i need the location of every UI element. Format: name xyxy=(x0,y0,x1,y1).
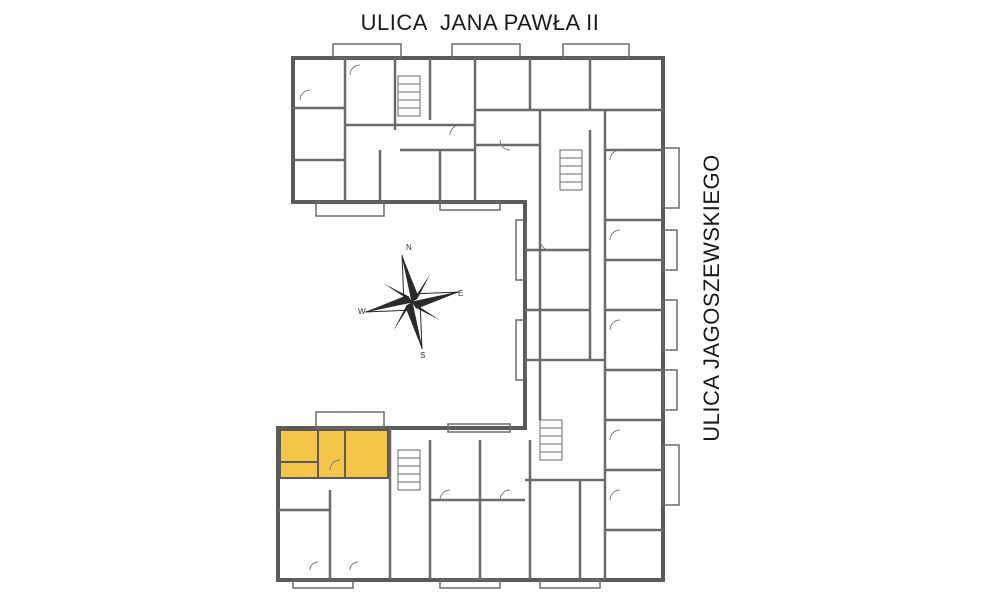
compass-west: W xyxy=(358,307,366,316)
highlighted-apartment-walls xyxy=(280,430,346,478)
staircases xyxy=(397,75,583,491)
compass-rose: N E S W xyxy=(358,243,463,360)
interior-walls xyxy=(278,58,663,580)
street-label-top: ULICA JANA PAWŁA II xyxy=(360,10,600,35)
compass-east: E xyxy=(458,289,463,298)
compass-north: N xyxy=(406,243,412,252)
compass-south: S xyxy=(420,351,425,360)
apartment-highlighted[interactable] xyxy=(279,429,389,479)
door-swings xyxy=(299,64,621,571)
balconies xyxy=(292,43,680,589)
